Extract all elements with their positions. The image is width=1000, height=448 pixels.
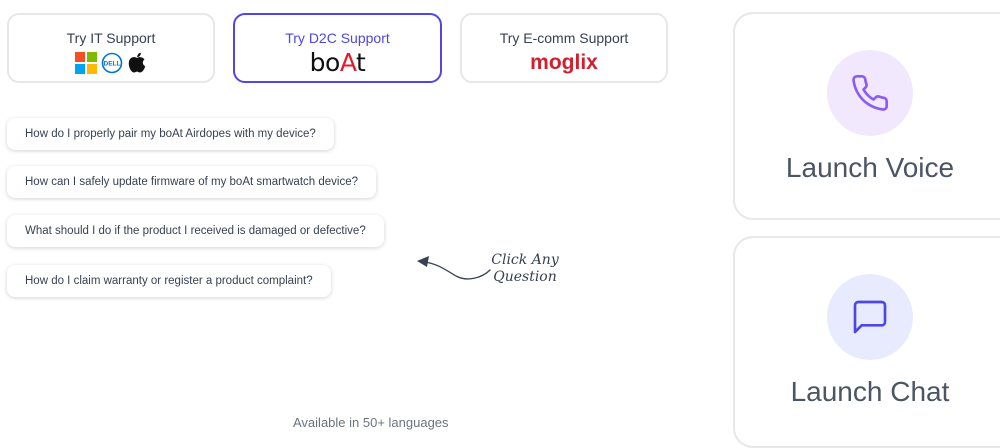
curved-arrow-icon	[417, 256, 491, 280]
question-update-firmware[interactable]: How can I safely update firmware of my b…	[7, 166, 377, 198]
phone-icon	[852, 75, 889, 111]
launch-voice-label: Launch Voice	[785, 152, 955, 183]
launch-chat-label: Launch Chat	[790, 376, 950, 407]
languages-note: Available in 50+ languages	[293, 415, 449, 430]
dell-text: DELL	[104, 61, 121, 68]
dell-icon: DELL	[101, 52, 123, 74]
tab-d2c-support[interactable]: Try D2C Support boAt	[233, 13, 442, 83]
click-hint-line1: Click Any	[491, 252, 559, 268]
moglix-logo: moglix	[462, 51, 666, 75]
question-pair-airdopes[interactable]: How do I properly pair my boAt Airdopes …	[7, 118, 334, 150]
tab-it-support[interactable]: Try IT Support DELL	[7, 13, 215, 83]
boat-logo-prefix: bo	[309, 48, 341, 77]
chat-icon-circle	[827, 274, 913, 360]
tab-ecomm-support-label: Try E-comm Support	[499, 30, 629, 46]
boat-logo-suffix: t	[356, 48, 366, 77]
moglix-logo-text: moglix	[530, 51, 598, 74]
chat-icon	[853, 300, 887, 334]
tab-ecomm-support[interactable]: Try E-comm Support moglix	[460, 13, 668, 83]
boat-logo: boAt	[235, 48, 440, 77]
tab-it-support-label: Try IT Support	[66, 30, 156, 46]
launch-voice-card[interactable]: Launch Voice	[733, 12, 1000, 220]
question-warranty-claim[interactable]: How do I claim warranty or register a pr…	[7, 265, 331, 297]
microsoft-icon	[75, 52, 97, 74]
boat-logo-a: A	[339, 48, 357, 77]
apple-icon	[128, 52, 146, 73]
tab-d2c-support-label: Try D2C Support	[285, 30, 390, 46]
it-logos: DELL	[9, 51, 213, 75]
click-hint: Click Any Question	[490, 252, 560, 286]
question-damaged-product[interactable]: What should I do if the product I receiv…	[7, 215, 384, 247]
click-hint-line2: Question	[493, 269, 557, 285]
launch-chat-card[interactable]: Launch Chat	[733, 236, 1000, 448]
voice-icon-circle	[827, 50, 913, 136]
